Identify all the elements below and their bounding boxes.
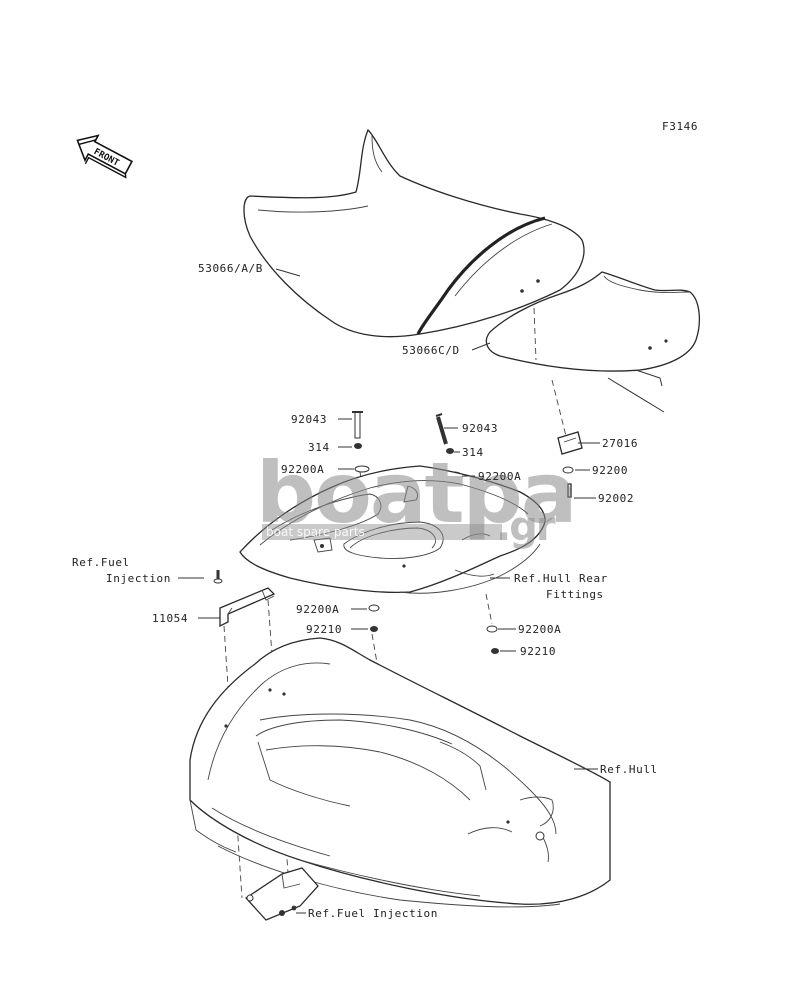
figure-code: F3146 [662, 120, 698, 133]
callout-bolt-latch: 92002 [598, 492, 634, 505]
callout-bracket: 11054 [152, 612, 188, 625]
callout-washer-latch: 92200 [592, 464, 628, 477]
fuel-injection-bracket-part [245, 867, 319, 921]
callout-ref-fuel-injection-top-1: Ref.Fuel [72, 556, 130, 569]
callout-collar-right: 314 [462, 446, 484, 459]
hull-part [189, 637, 611, 908]
seat-rear-part [485, 271, 701, 387]
callout-bolt-right: 92043 [462, 422, 498, 435]
callout-seat-rear: 53066C/D [402, 344, 460, 357]
callout-washer-left: 92200A [281, 463, 324, 476]
leader-lines [178, 268, 600, 914]
callout-nut-mid-right: 92210 [520, 645, 556, 658]
seat-front-part [243, 128, 585, 338]
callout-ref-hull: Ref.Hull [600, 763, 658, 776]
callout-ref-hull-rear-2: Fittings [546, 588, 604, 601]
callout-ref-fuel-injection-bottom: Ref.Fuel Injection [308, 907, 438, 920]
callout-washer-right: 92200A [478, 470, 521, 483]
watermark-suffix: .gr [496, 504, 556, 550]
callout-latch: 27016 [602, 437, 638, 450]
front-arrow-icon: FRONT [76, 134, 134, 179]
callout-ref-fuel-injection-top-2: Injection [106, 572, 171, 585]
watermark-tagline: boat spare parts [266, 525, 365, 539]
callout-washer-mid-left: 92200A [296, 603, 339, 616]
seat-base-part [239, 465, 546, 594]
callout-bolt-left: 92043 [291, 413, 327, 426]
callout-seat-front: 53066/A/B [198, 262, 263, 275]
hull-hardware [368, 593, 499, 681]
watermark: boatpa .gr boat spare parts [256, 444, 578, 550]
watermark-brand: boatpa [256, 444, 576, 542]
callout-ref-hull-rear-1: Ref.Hull Rear [514, 572, 608, 585]
callout-washer-mid-right: 92200A [518, 623, 561, 636]
callout-nut-mid-left: 92210 [306, 623, 342, 636]
latch-part [533, 307, 665, 498]
callout-collar-left: 314 [308, 441, 330, 454]
